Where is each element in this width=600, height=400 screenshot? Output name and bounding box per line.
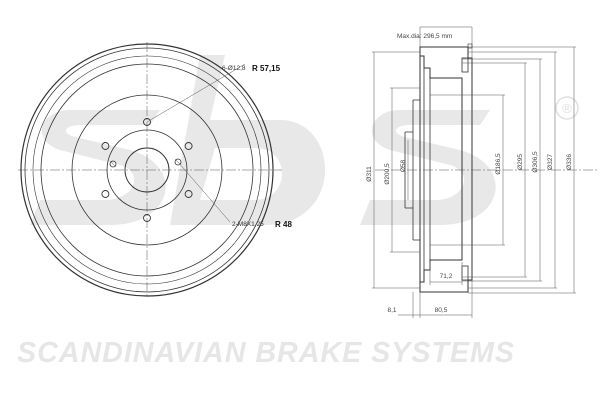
front-view <box>18 42 282 298</box>
thread-callout: 2-M8X1,25 <box>232 221 264 228</box>
bolt-hole <box>101 190 110 198</box>
dim-d327: Ø327 <box>547 154 554 170</box>
bolt-hole <box>143 214 151 222</box>
thread-radius-label: R 48 <box>275 220 292 229</box>
dim-d306-5: Ø306,5 <box>532 151 539 173</box>
dim-d186-5: Ø186,5 <box>495 153 502 175</box>
bolt-hole <box>143 118 151 126</box>
section-view <box>372 26 598 318</box>
dim-depth-8-1: 8,1 <box>387 307 396 314</box>
dim-d311: Ø311 <box>366 166 373 182</box>
dim-d336: Ø336 <box>566 154 573 170</box>
bolt-circle-radius-label: R 57,15 <box>252 64 281 73</box>
dim-d295: Ø295 <box>517 154 524 170</box>
dim-depth-71-2: 71,2 <box>440 273 453 280</box>
dim-d58: Ø58 <box>400 159 407 172</box>
sbs-logo-watermark <box>30 55 579 225</box>
bolt-holes-callout: 6-Ø12,8 <box>222 65 246 72</box>
dim-d200-5: Ø200,5 <box>384 163 391 185</box>
bolt-hole <box>101 142 110 150</box>
bolt-hole <box>184 190 193 198</box>
max-diameter-label: Max.dia: 296,5 mm <box>397 33 452 40</box>
thread-hole <box>174 158 182 166</box>
bolt-hole <box>184 142 193 150</box>
watermark-tagline: SCANDINAVIAN BRAKE SYSTEMS <box>17 337 515 369</box>
thread-hole <box>109 160 117 168</box>
dim-depth-80-5: 80,5 <box>435 307 448 314</box>
registered-mark: ® <box>562 101 572 116</box>
